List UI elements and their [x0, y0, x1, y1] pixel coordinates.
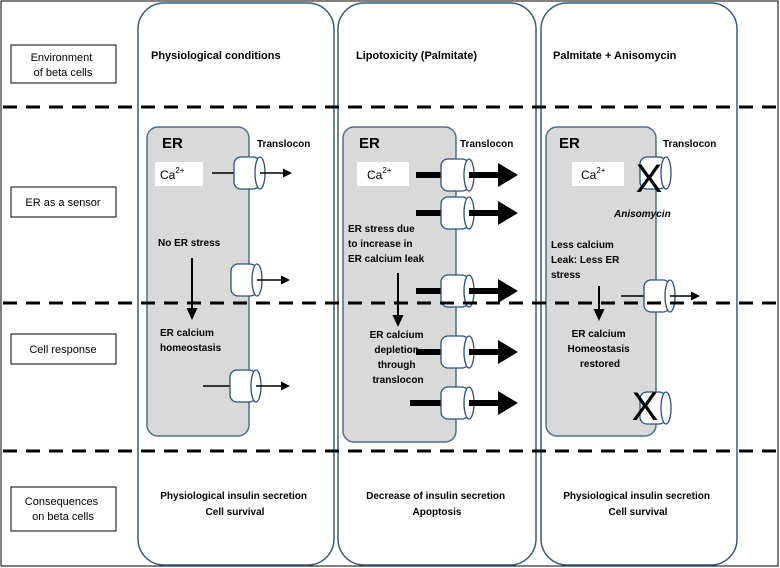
er-state-text: Less calcium Leak: Less ER stress — [551, 240, 622, 281]
row-label-response: Cell response — [29, 344, 96, 356]
er-result-text: ER calcium Homeostasis restored — [567, 329, 632, 370]
consequence-text: Physiological insulin secretion Cell sur… — [563, 491, 713, 518]
translocon-label: Translocon — [663, 139, 716, 150]
row-label-consequences: Consequences on beta cells — [25, 496, 101, 523]
calcium-box — [155, 162, 203, 186]
translocon-channel — [410, 386, 518, 420]
down-arrow-head — [186, 308, 198, 320]
down-arrow-head — [593, 309, 605, 321]
translocon-channel — [416, 196, 518, 230]
translocon-channel — [416, 335, 518, 369]
er-label: ER — [359, 135, 380, 152]
er-state-text: No ER stress — [158, 238, 221, 249]
translocon-channel — [416, 158, 518, 192]
blocked-translocon — [639, 156, 672, 190]
row-label-sensor: ER as a sensor — [25, 197, 101, 209]
er-label: ER — [162, 135, 183, 152]
column-title-anisomycin: Palmitate + Anisomycin — [553, 50, 677, 62]
translocon-channel — [203, 369, 290, 403]
row-label-box-consequences — [10, 486, 117, 532]
panel-anisomycin — [540, 2, 738, 566]
calcium-label: Ca2+ — [367, 166, 392, 182]
er-label: ER — [559, 135, 580, 152]
panel-physiological — [137, 2, 335, 566]
consequence-text: Physiological insulin secretion Cell sur… — [160, 491, 310, 518]
calcium-box — [572, 162, 624, 186]
translocon-channel — [416, 274, 518, 308]
consequence-text: Decrease of insulin secretion Apoptosis — [366, 491, 508, 518]
row-label-box-environment — [10, 44, 117, 84]
er-result-text: ER calcium depletion through translocon — [370, 330, 427, 386]
translocon-channel — [230, 263, 290, 297]
column-title-lipotoxicity: Lipotoxicity (Palmitate) — [356, 50, 477, 62]
row-label-box-response — [10, 333, 117, 365]
blocked-translocon — [639, 391, 672, 425]
block-x-mark: X — [636, 157, 663, 201]
translocon-label: Translocon — [257, 139, 310, 150]
translocon-label: Translocon — [460, 139, 513, 150]
row-label-environment: Environment of beta cells — [31, 52, 96, 79]
column-title-physiological: Physiological conditions — [151, 50, 281, 62]
translocon-channel — [212, 156, 292, 190]
er-state-text: ER stress due to increase in ER calcium … — [348, 224, 425, 265]
calcium-box — [357, 162, 409, 186]
er-result-text: ER calcium homeostasis — [160, 328, 222, 354]
block-x-mark: X — [632, 385, 659, 429]
calcium-label: Ca2+ — [160, 166, 185, 182]
anisomycin-label: Anisomycin — [613, 209, 671, 220]
row-label-box-sensor — [10, 186, 117, 218]
down-arrow-head — [392, 315, 404, 327]
panel-lipotoxicity — [337, 2, 537, 566]
calcium-label: Ca2+ — [581, 166, 606, 182]
